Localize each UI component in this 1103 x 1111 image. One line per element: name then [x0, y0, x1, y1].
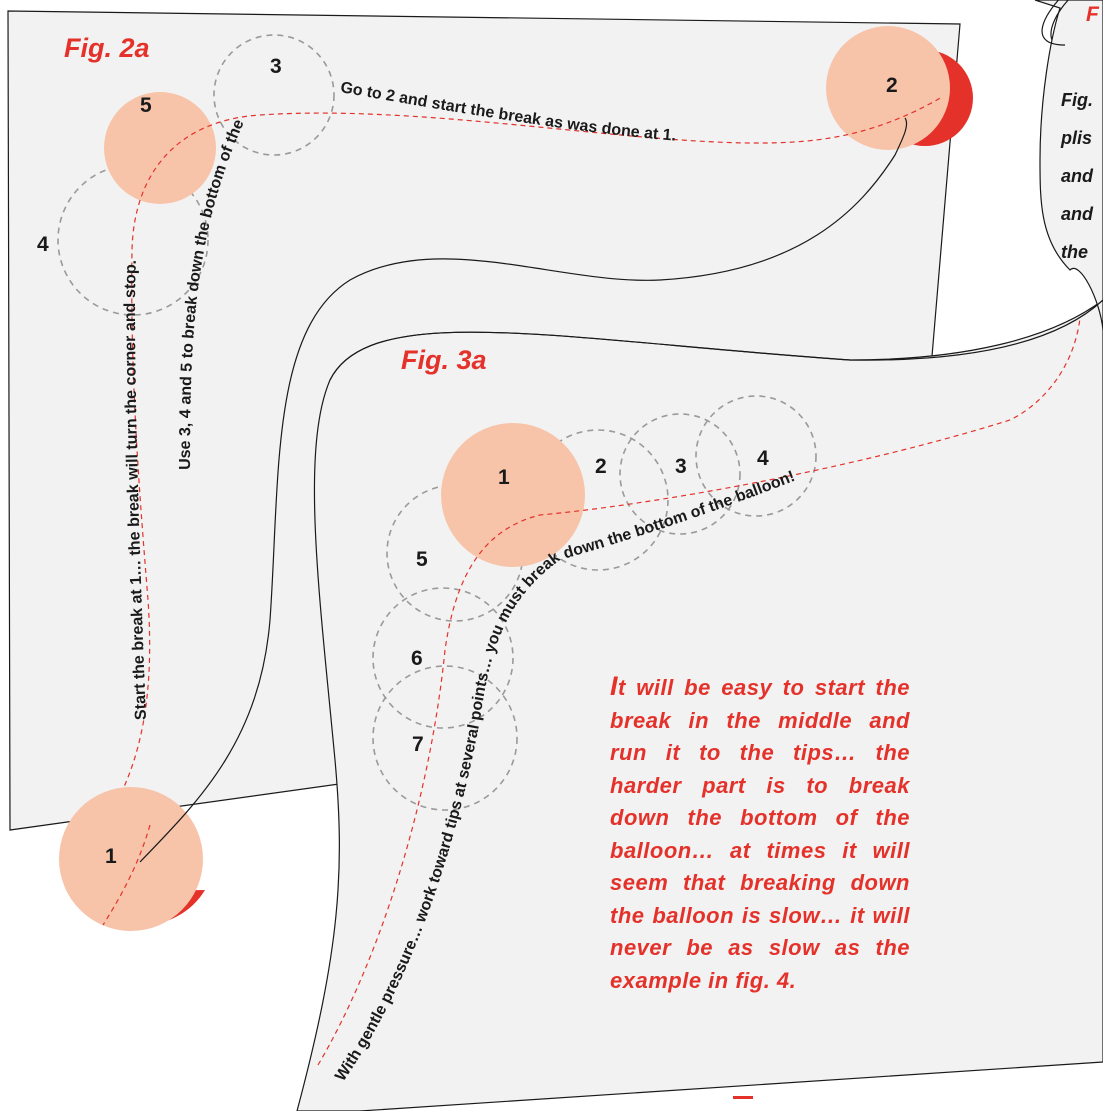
fig-next-line-4: and — [1061, 204, 1094, 224]
fig-next: F Fig. plis and and the — [1034, 0, 1103, 331]
fig-3a-circle-outline-2 — [527, 429, 669, 571]
fig-3a-note: It will be easy to start the break in th… — [610, 671, 910, 993]
fig-next-line-5: the — [1061, 242, 1088, 262]
fig-3a-fold-contour — [329, 299, 1103, 381]
fig-2a-break-path — [102, 96, 943, 826]
fig-3a-point-label-4: 4 — [757, 447, 769, 470]
fig-2a-point-label-3: 3 — [270, 55, 282, 78]
fig-3a-point-label-6: 6 — [411, 647, 423, 670]
page-marker — [733, 1096, 753, 1099]
fig-next-line-3: and — [1061, 166, 1094, 186]
fig-3a-circle-outline-4 — [695, 395, 817, 517]
fig-3a-circle-outline-3 — [619, 413, 741, 535]
fig-3a-point-label-1: 1 — [498, 466, 510, 489]
fig-2a-point-label-5: 5 — [140, 94, 152, 117]
fig-3a-circle-1 — [441, 423, 585, 567]
fig-3a-title: Fig. 3a — [401, 345, 487, 375]
fig-2a-point-label-4: 4 — [37, 233, 49, 256]
fig-3a-point-label-7: 7 — [412, 733, 424, 756]
fig-3a-circle-outline-6 — [372, 587, 514, 729]
fig-2a-circle-1 — [59, 787, 203, 931]
fig-2a-balloon-contour — [139, 117, 908, 863]
fig-2a-point-1 — [59, 787, 205, 931]
fig-2a-point-label-1: 1 — [105, 845, 117, 868]
fig-2a-circle-outline-3 — [213, 34, 335, 156]
fig-2a-point-label-2: 2 — [886, 74, 898, 97]
fig-next-line-1: Fig. — [1061, 90, 1093, 110]
fig-3a-circle-outline-7 — [372, 665, 518, 811]
fig-next-title: F — [1086, 3, 1100, 26]
fig-3a-point-label-3: 3 — [675, 455, 687, 478]
fig-next-curl — [1041, 0, 1070, 46]
fig-next-line-2: plis — [1060, 128, 1092, 148]
fig-3a-break-path — [317, 317, 1081, 1066]
fig-3a-point-label-2: 2 — [595, 455, 607, 478]
fig-3a-point-label-5: 5 — [416, 548, 428, 571]
fig-2a-circle-5 — [104, 92, 216, 204]
fig-2a-break-path-tail — [102, 824, 151, 926]
fig-2a-title: Fig. 2a — [64, 33, 150, 63]
fig-next-sheet — [1034, 0, 1103, 331]
fig-2a-circle-2 — [826, 26, 950, 150]
